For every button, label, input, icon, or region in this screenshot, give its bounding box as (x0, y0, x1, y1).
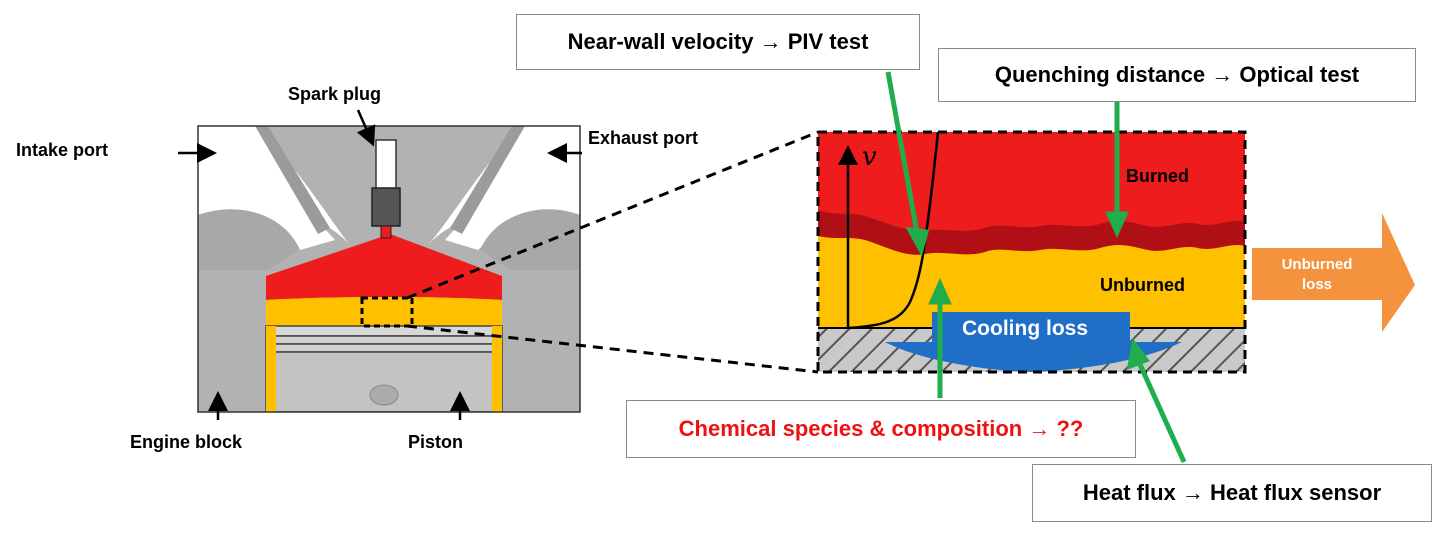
exhaust-valve (450, 126, 525, 234)
near-wall-pointer (885, 71, 921, 239)
velocity-symbol: v (862, 142, 877, 172)
piston-label: Piston (408, 432, 464, 452)
piston-left-gap (266, 326, 276, 412)
engine-block-label: Engine block (130, 432, 243, 452)
spark-plug-arrow (356, 109, 376, 147)
velocity-profile-curve (847, 131, 940, 330)
unburned-loss-label-2: loss (1301, 276, 1332, 293)
unburned-loss-label-1: Unburned (1281, 256, 1353, 273)
zoom-burned-area (818, 132, 1245, 241)
quenching-distance-callout: Quenching distance → Optical test (938, 48, 1416, 102)
zoom-frame (816, 130, 1247, 374)
zoom-line-top (406, 130, 819, 300)
unburned-label: Unburned (1100, 275, 1185, 295)
heat-flux-pointer (1135, 358, 1187, 464)
heat-flux-callout: Heat flux → Heat flux sensor (1032, 464, 1432, 522)
engine-cross-section (198, 126, 580, 412)
exhaust-port-label: Exhaust port (588, 128, 699, 148)
unburned-layer (266, 297, 502, 326)
measurement-pointers (885, 71, 1187, 464)
piston-pin (369, 384, 399, 406)
burned-label: Burned (1126, 166, 1189, 186)
chemical-species-callout: Chemical species & composition → ?? (626, 400, 1136, 458)
spark-plug-body (371, 187, 401, 227)
zoomed-flame-region (816, 130, 1247, 374)
cooling-loss-label: Cooling loss (962, 317, 1088, 340)
near-wall-velocity-callout: Near-wall velocity → PIV test (516, 14, 920, 70)
cooling-loss-arrow (885, 312, 1182, 372)
spark-plug-label: Spark plug (288, 84, 382, 104)
intake-port-label: Intake port (16, 140, 109, 160)
engine-frame (197, 125, 581, 413)
spark-plug-insulator (375, 139, 397, 191)
piston-right-gap (492, 326, 502, 412)
unburned-loss-arrow (1252, 213, 1415, 332)
zoom-source-box (360, 296, 414, 328)
zoom-line-bottom (406, 324, 819, 374)
intake-valve (255, 126, 330, 234)
